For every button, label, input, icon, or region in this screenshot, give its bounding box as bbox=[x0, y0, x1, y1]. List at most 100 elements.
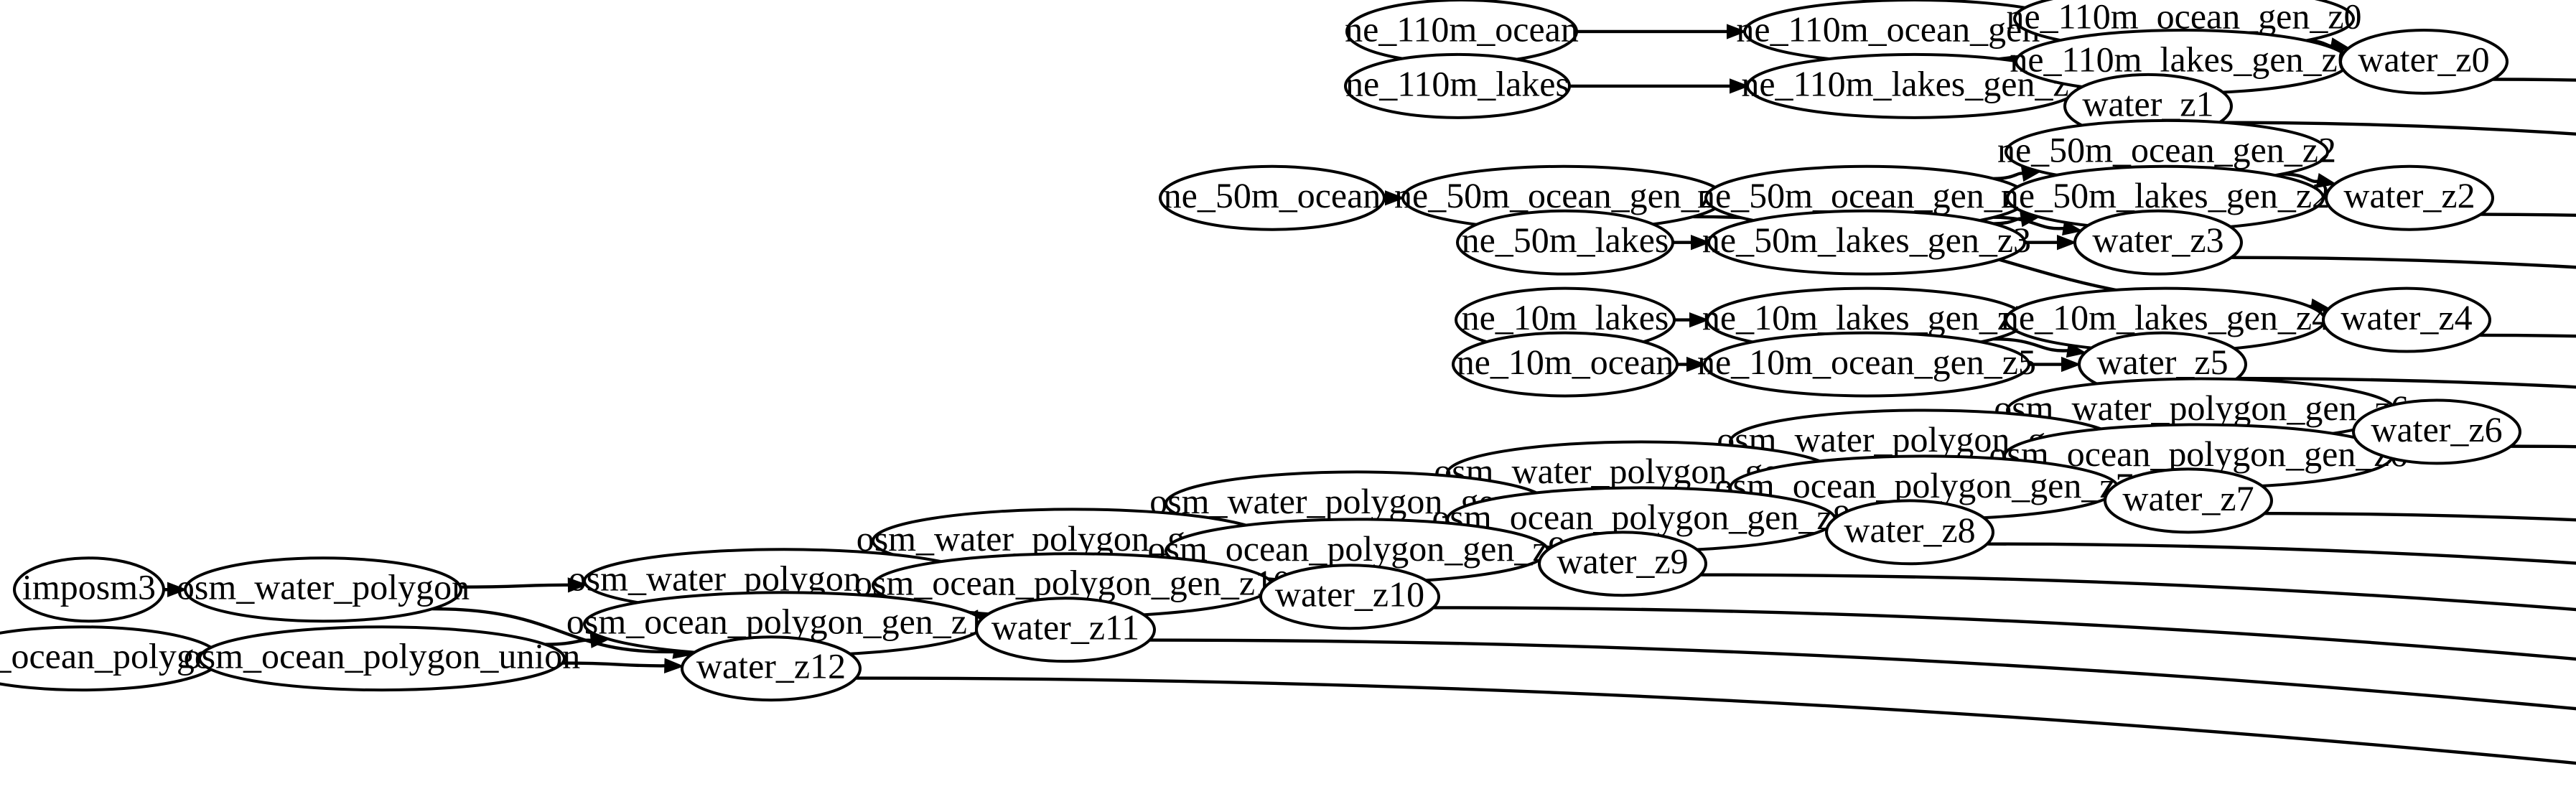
node-ne_10m_ocean[interactable]: ne_10m_ocean bbox=[1452, 331, 1679, 398]
edge-osm_water_polygon-to-osm_water_polygon_gen_z11 bbox=[460, 583, 571, 589]
node-label: water_z6 bbox=[2371, 409, 2502, 449]
edge-arrowhead bbox=[2315, 173, 2337, 188]
node-label: ne_50m_ocean bbox=[1164, 175, 1381, 215]
node-ne_10m_ocean_gen_z5[interactable]: ne_10m_ocean_gen_z5 bbox=[1697, 331, 2036, 398]
node-shape bbox=[2104, 467, 2273, 534]
node-label: ne_110m_lakes_gen_z0 bbox=[2010, 39, 2355, 79]
node-osm_ocean_polygon_gen_z6[interactable]: osm_ocean_polygon_gen_z6 bbox=[1989, 423, 2408, 490]
node-label: ne_50m_lakes_gen_z3 bbox=[1702, 220, 2031, 260]
node-label: imposm3 bbox=[22, 567, 156, 607]
edge-osm_ocean_polygon_union-to-water_z12 bbox=[562, 661, 667, 668]
node-ne_50m_ocean[interactable]: ne_50m_ocean bbox=[1159, 164, 1386, 231]
node-osm_ocean_polygon_union[interactable]: osm_ocean_polygon_union bbox=[184, 625, 581, 692]
edge-water_z2-to-layer_water-z2 bbox=[2481, 213, 2576, 218]
edge-arrowhead bbox=[2061, 356, 2081, 373]
edge-arrowhead bbox=[167, 582, 187, 597]
node-label: osm_ocean_polygon_gen_z10 bbox=[854, 563, 1291, 603]
node-label: ne_50m_ocean_gen_z4 bbox=[1394, 175, 1733, 215]
edge-water_z12-to-layer_water-z12+ bbox=[856, 676, 2576, 765]
node-shape bbox=[1159, 164, 1386, 231]
node-ne_50m_ocean_gen_z4[interactable]: ne_50m_ocean_gen_z4 bbox=[1394, 164, 1733, 231]
edge-arrowhead bbox=[1689, 312, 1709, 328]
node-shape bbox=[681, 635, 862, 702]
node-shape bbox=[2325, 164, 2494, 231]
edge-ne_50m_ocean_gen_z3-to-water_z3 bbox=[1993, 215, 2066, 230]
node-shape bbox=[975, 597, 1156, 663]
node-label: water_z8 bbox=[1844, 510, 1975, 550]
node-ne_110m_lakes_gen_z0[interactable]: ne_110m_lakes_gen_z0 bbox=[2010, 28, 2356, 95]
edge-osm_ocean_polygon_union-to-osm_ocean_polygon_gen_z11 bbox=[545, 638, 593, 646]
node-osm_ocean_polygon_gen_z11[interactable]: osm_ocean_polygon_gen_z11 bbox=[566, 591, 1002, 658]
node-shape bbox=[1452, 331, 1679, 398]
node-osm_ocean_polygon_gen_z9[interactable]: osm_ocean_polygon_gen_z9 bbox=[1147, 518, 1567, 584]
node-shape bbox=[1259, 564, 1440, 630]
node-water_z11[interactable]: water_z11 bbox=[975, 597, 1156, 663]
node-ne_50m_lakes_gen_z3[interactable]: ne_50m_lakes_gen_z3 bbox=[1702, 209, 2031, 276]
node-water_z7[interactable]: water_z7 bbox=[2104, 467, 2273, 534]
node-label: ne_10m_ocean_gen_z5 bbox=[1697, 342, 2036, 382]
node-label: ne_110m_lakes bbox=[1345, 63, 1569, 103]
node-label: water_z7 bbox=[2122, 478, 2254, 518]
node-label: osm_ocean_polygon_gen_z11 bbox=[566, 602, 1002, 642]
edge-ne_10m_lakes_gen_z5-to-water_z5 bbox=[1993, 337, 2070, 353]
node-water_z3[interactable]: water_z3 bbox=[2073, 209, 2243, 276]
node-label: water_z2 bbox=[2343, 175, 2475, 215]
node-ne_50m_lakes[interactable]: ne_50m_lakes bbox=[1456, 209, 1674, 276]
node-ne_10m_lakes_gen_z4[interactable]: ne_10m_lakes_gen_z4 bbox=[2001, 286, 2330, 353]
node-shape bbox=[2352, 398, 2521, 465]
edge-ne_50m_ocean_gen_z2-to-water_z2 bbox=[2282, 172, 2320, 183]
node-label: water_z12 bbox=[696, 646, 846, 686]
node-osm_ocean_polygon[interactable]: osm_ocean_polygon bbox=[0, 625, 230, 692]
node-label: ne_50m_lakes bbox=[1462, 220, 1669, 260]
edge-water_z10-to-layer_water-z10 bbox=[1433, 606, 2576, 661]
edge-water_z11-to-layer_water-z11 bbox=[1149, 638, 2576, 711]
node-shape bbox=[184, 556, 462, 623]
node-label: ne_50m_lakes_gen_z2 bbox=[2001, 175, 2330, 215]
node-label: water_z0 bbox=[2358, 39, 2489, 79]
edge-arrowhead bbox=[664, 658, 685, 673]
node-ne_50m_ocean_gen_z2[interactable]: ne_50m_ocean_gen_z2 bbox=[1997, 118, 2336, 185]
node-water_z12[interactable]: water_z12 bbox=[681, 635, 862, 702]
node-shape bbox=[2073, 209, 2243, 276]
node-shape bbox=[198, 625, 566, 692]
node-water_z6[interactable]: water_z6 bbox=[2352, 398, 2521, 465]
node-water_z10[interactable]: water_z10 bbox=[1259, 564, 1440, 630]
edge-arrowhead bbox=[1730, 78, 1750, 94]
node-osm_water_polygon[interactable]: osm_water_polygon bbox=[177, 556, 470, 623]
edge-water_z6-to-layer_water-z6 bbox=[2510, 444, 2576, 449]
edge-water_z0-to-layer_water-z0 bbox=[2492, 78, 2576, 82]
node-label: water_z9 bbox=[1557, 541, 1688, 582]
node-label: ne_50m_ocean_gen_z2 bbox=[1997, 129, 2336, 169]
node-water_z9[interactable]: water_z9 bbox=[1538, 531, 1707, 597]
edge-water_z9-to-layer_water-z9 bbox=[1700, 573, 2576, 612]
node-label: ne_10m_lakes_gen_z4 bbox=[2001, 297, 2330, 337]
node-shape bbox=[1456, 209, 1674, 276]
node-imposm3[interactable]: imposm3 bbox=[13, 556, 165, 623]
edge-arrowhead bbox=[1686, 356, 1707, 373]
node-shape bbox=[1707, 209, 2026, 276]
node-label: water_z3 bbox=[2092, 220, 2223, 260]
node-label: water_z5 bbox=[2096, 342, 2228, 382]
node-shape bbox=[1825, 499, 1994, 566]
node-ne_110m_ocean[interactable]: ne_110m_ocean bbox=[1345, 0, 1579, 65]
node-water_z0[interactable]: water_z0 bbox=[2339, 28, 2509, 95]
node-shape bbox=[1703, 331, 2030, 398]
node-water_z8[interactable]: water_z8 bbox=[1825, 499, 1994, 566]
node-ne_50m_lakes_gen_z2[interactable]: ne_50m_lakes_gen_z2 bbox=[2001, 164, 2330, 231]
node-label: water_z10 bbox=[1275, 574, 1424, 615]
node-label: ne_50m_ocean_gen_z3 bbox=[1697, 175, 2036, 215]
node-label: osm_ocean_polygon_union bbox=[184, 636, 581, 676]
node-label: osm_water_polygon bbox=[177, 567, 470, 607]
node-osm_ocean_polygon_gen_z10[interactable]: osm_ocean_polygon_gen_z10 bbox=[854, 552, 1291, 619]
node-shape bbox=[1344, 52, 1571, 119]
node-label: ne_10m_ocean bbox=[1457, 342, 1674, 382]
edge-arrowhead bbox=[2062, 220, 2083, 236]
node-water_z4[interactable]: water_z4 bbox=[2322, 286, 2491, 353]
node-ne_110m_lakes[interactable]: ne_110m_lakes bbox=[1344, 52, 1571, 119]
node-label: osm_ocean_polygon bbox=[0, 636, 230, 676]
node-ne_110m_lakes_gen_z1[interactable]: ne_110m_lakes_gen_z1 bbox=[1741, 52, 2087, 119]
node-water_z2[interactable]: water_z2 bbox=[2325, 164, 2494, 231]
